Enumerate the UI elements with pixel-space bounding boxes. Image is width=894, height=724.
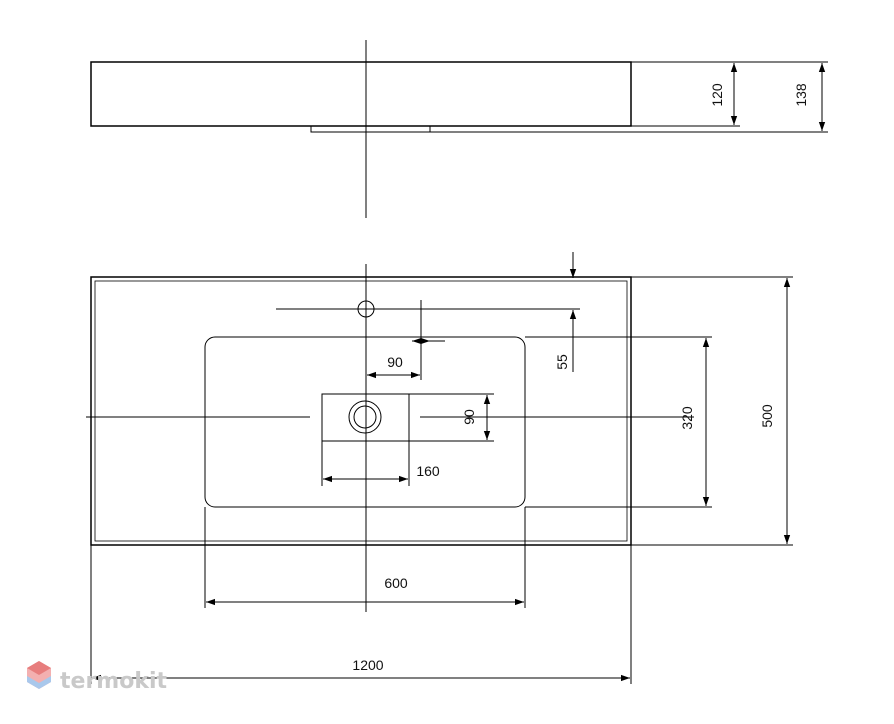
dim-label-tap-offset: 90 (387, 354, 403, 370)
hexagon-logo-icon (27, 661, 51, 689)
basin-bowl-outline (204, 336, 526, 508)
dim-label-drain-height: 90 (461, 409, 477, 425)
tap-offset-arrow (412, 338, 430, 344)
side-view-drain-outline (310, 126, 431, 133)
dim-label-drain-width: 160 (416, 463, 440, 479)
dim-label-bowl-width: 600 (384, 575, 408, 591)
dim-label-total-width: 1200 (352, 657, 383, 673)
drain-inner-ring (353, 405, 377, 429)
dim-label-bowl-depth: 320 (679, 406, 695, 430)
top-view-outer-outline (90, 276, 632, 546)
side-view (90, 40, 828, 218)
dim-label-tap-from-edge: 55 (554, 354, 570, 370)
dim-label-side-total-height: 138 (793, 83, 809, 107)
watermark-text: termokit (60, 669, 167, 694)
top-view (86, 252, 793, 684)
top-view-inner-rim (94, 280, 628, 542)
drain-outer-ring (348, 400, 382, 434)
dim-label-total-depth: 500 (759, 404, 775, 428)
dim-label-side-height: 120 (709, 83, 725, 107)
side-view-outline (90, 61, 632, 127)
